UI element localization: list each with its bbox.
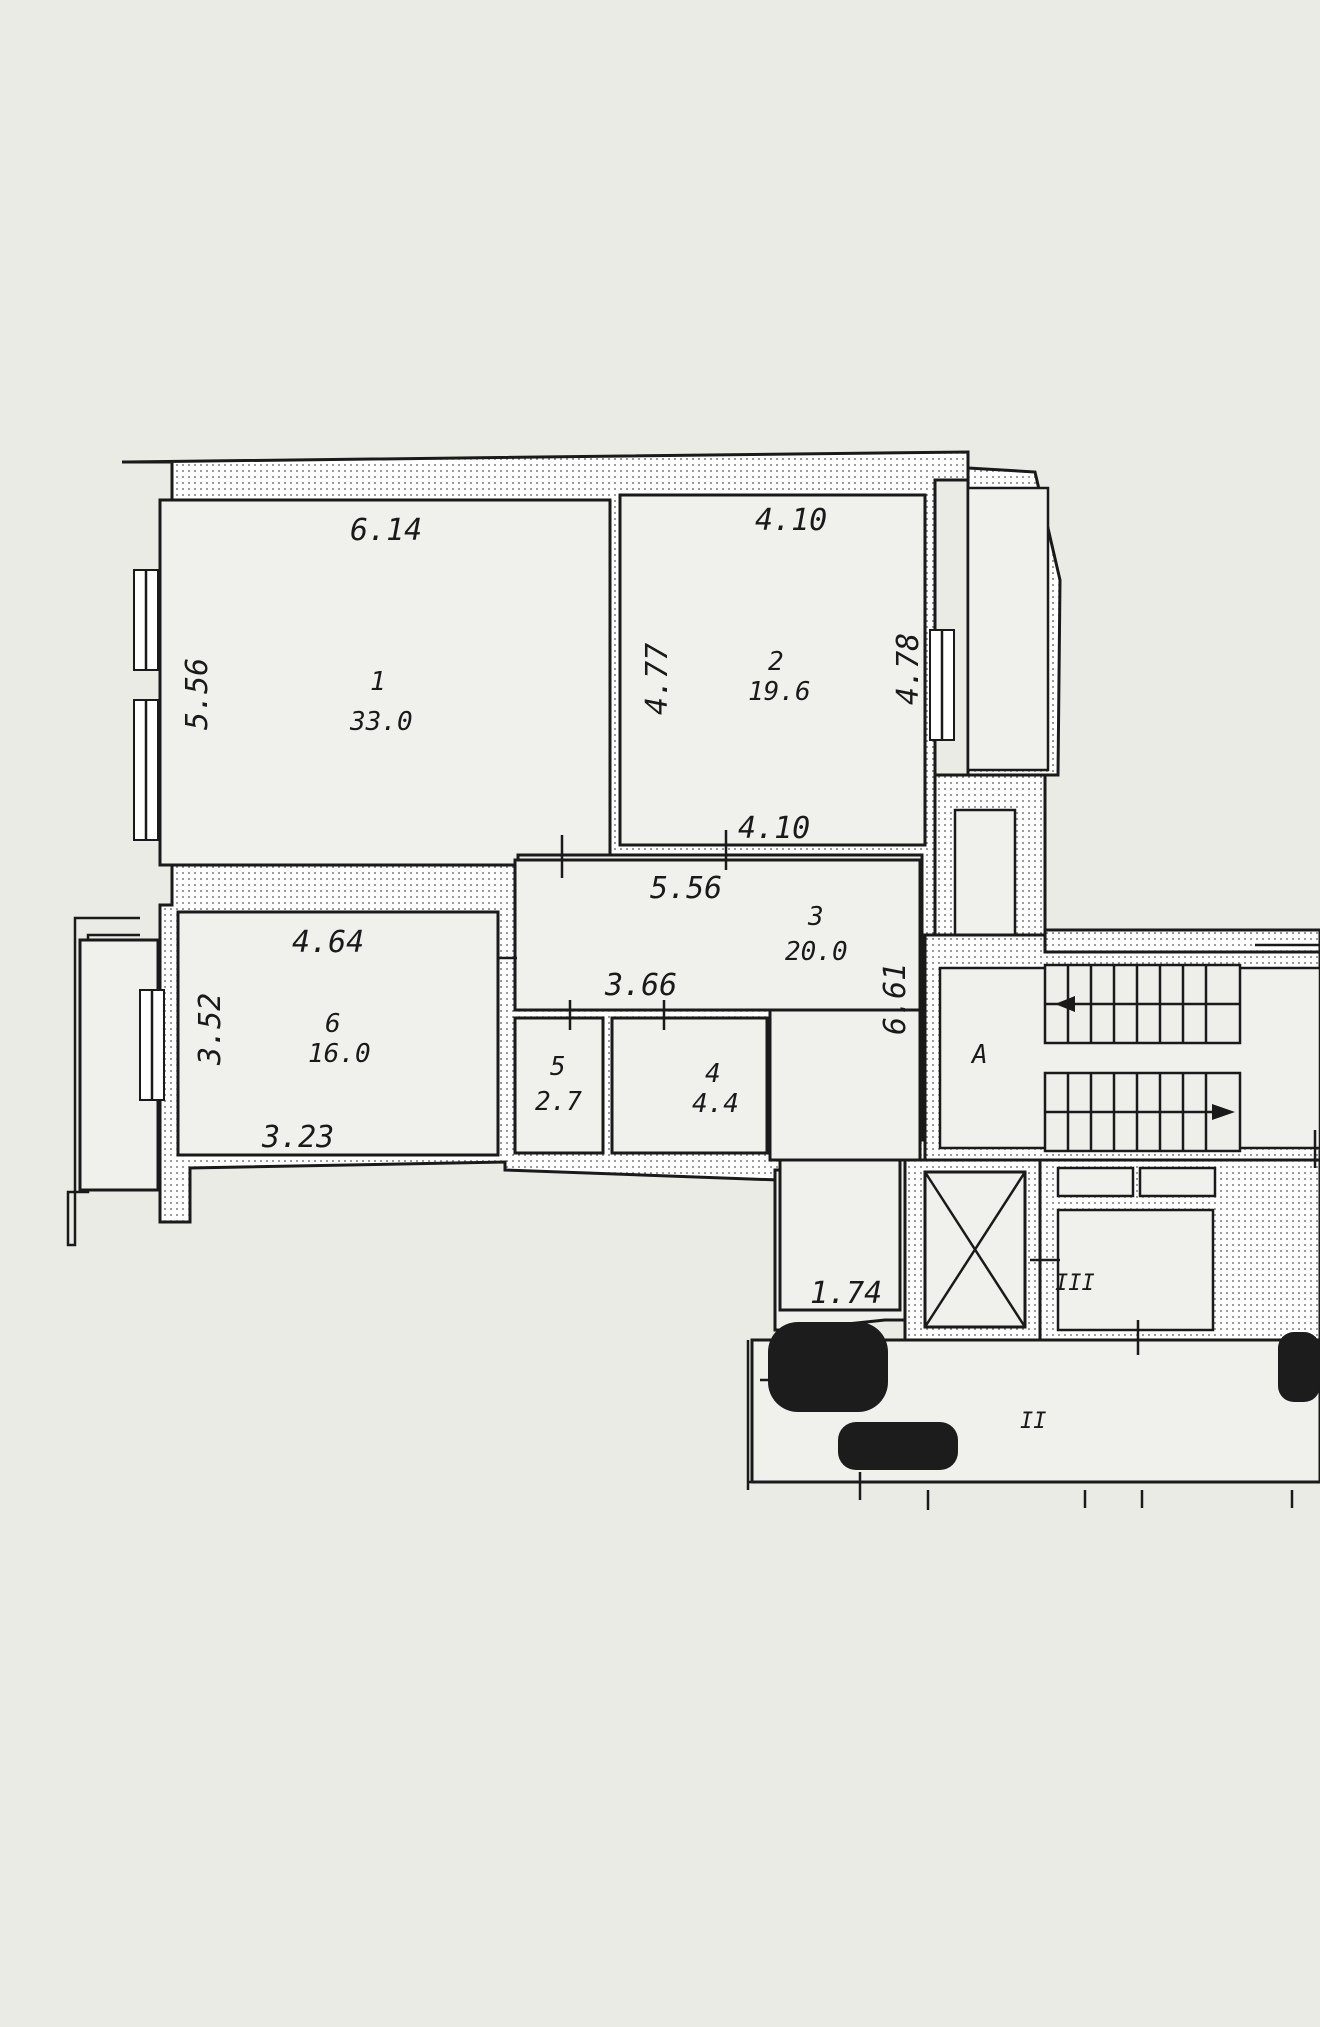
room-3-area: 20.0 xyxy=(785,937,848,967)
utility-room-a xyxy=(1056,1166,1135,1198)
room-5-number: 5 xyxy=(550,1052,566,1082)
room-6 xyxy=(176,910,500,1157)
elevator-cross-2 xyxy=(923,1171,1027,1328)
redaction-blot-1 xyxy=(768,1322,888,1412)
room-4-number: 4 xyxy=(705,1059,721,1089)
room-4 xyxy=(610,1016,769,1155)
hall-main xyxy=(513,858,922,1012)
room-2-area: 19.6 xyxy=(748,677,811,707)
dim-hall-height: 6.61 xyxy=(878,963,913,1035)
right-loggia-inner xyxy=(966,486,1050,772)
room-2 xyxy=(618,493,927,847)
dim-room1-width: 6.14 xyxy=(350,513,422,548)
utility-room-iii xyxy=(1056,1208,1215,1332)
room-5-area: 2.7 xyxy=(535,1087,582,1117)
redaction-blot-3 xyxy=(1278,1332,1320,1402)
room-6-area: 16.0 xyxy=(308,1039,371,1069)
corridor xyxy=(778,1158,902,1312)
dim-room2-height-left: 4.77 xyxy=(640,643,675,715)
stairs-lower xyxy=(1043,1071,1242,1153)
stair-arrow-right-icon xyxy=(1212,1104,1235,1120)
dim-room6-bottom: 3.23 xyxy=(261,1120,334,1155)
dim-hall-width: 5.56 xyxy=(650,871,722,906)
room-6-number: 6 xyxy=(325,1009,341,1039)
dim-room2-width-bottom: 4.10 xyxy=(738,811,810,846)
room-1-area: 33.0 xyxy=(349,707,413,737)
right-corridor-wall xyxy=(1043,928,1320,954)
room-5 xyxy=(513,1016,605,1155)
room-4-area: 4.4 xyxy=(692,1089,739,1119)
dim-wc-width: 3.66 xyxy=(604,968,677,1003)
utility-room-b xyxy=(1138,1166,1217,1198)
dim-room6-width: 4.64 xyxy=(292,925,364,960)
stairs-upper xyxy=(1043,963,1242,1045)
stair-arrow-left-icon xyxy=(1055,996,1075,1012)
dim-corridor-width: 1.74 xyxy=(810,1276,882,1311)
room-2-number: 2 xyxy=(768,647,784,677)
dim-room2-width-top: 4.10 xyxy=(755,503,827,538)
stairwell-label: А xyxy=(970,1040,988,1070)
landing-label: II xyxy=(1020,1409,1047,1434)
redaction-blot-2 xyxy=(838,1422,958,1470)
dim-room2-height-right: 4.78 xyxy=(891,633,926,705)
service-shaft-inner xyxy=(953,808,1017,937)
room-3-number: 3 xyxy=(807,902,824,932)
dim-room1-height: 5.56 xyxy=(180,658,215,730)
elevator-label: III xyxy=(1055,1271,1095,1296)
room-1 xyxy=(158,498,612,867)
dim-room6-height: 3.52 xyxy=(193,993,228,1066)
room-1-number: 1 xyxy=(370,667,386,697)
